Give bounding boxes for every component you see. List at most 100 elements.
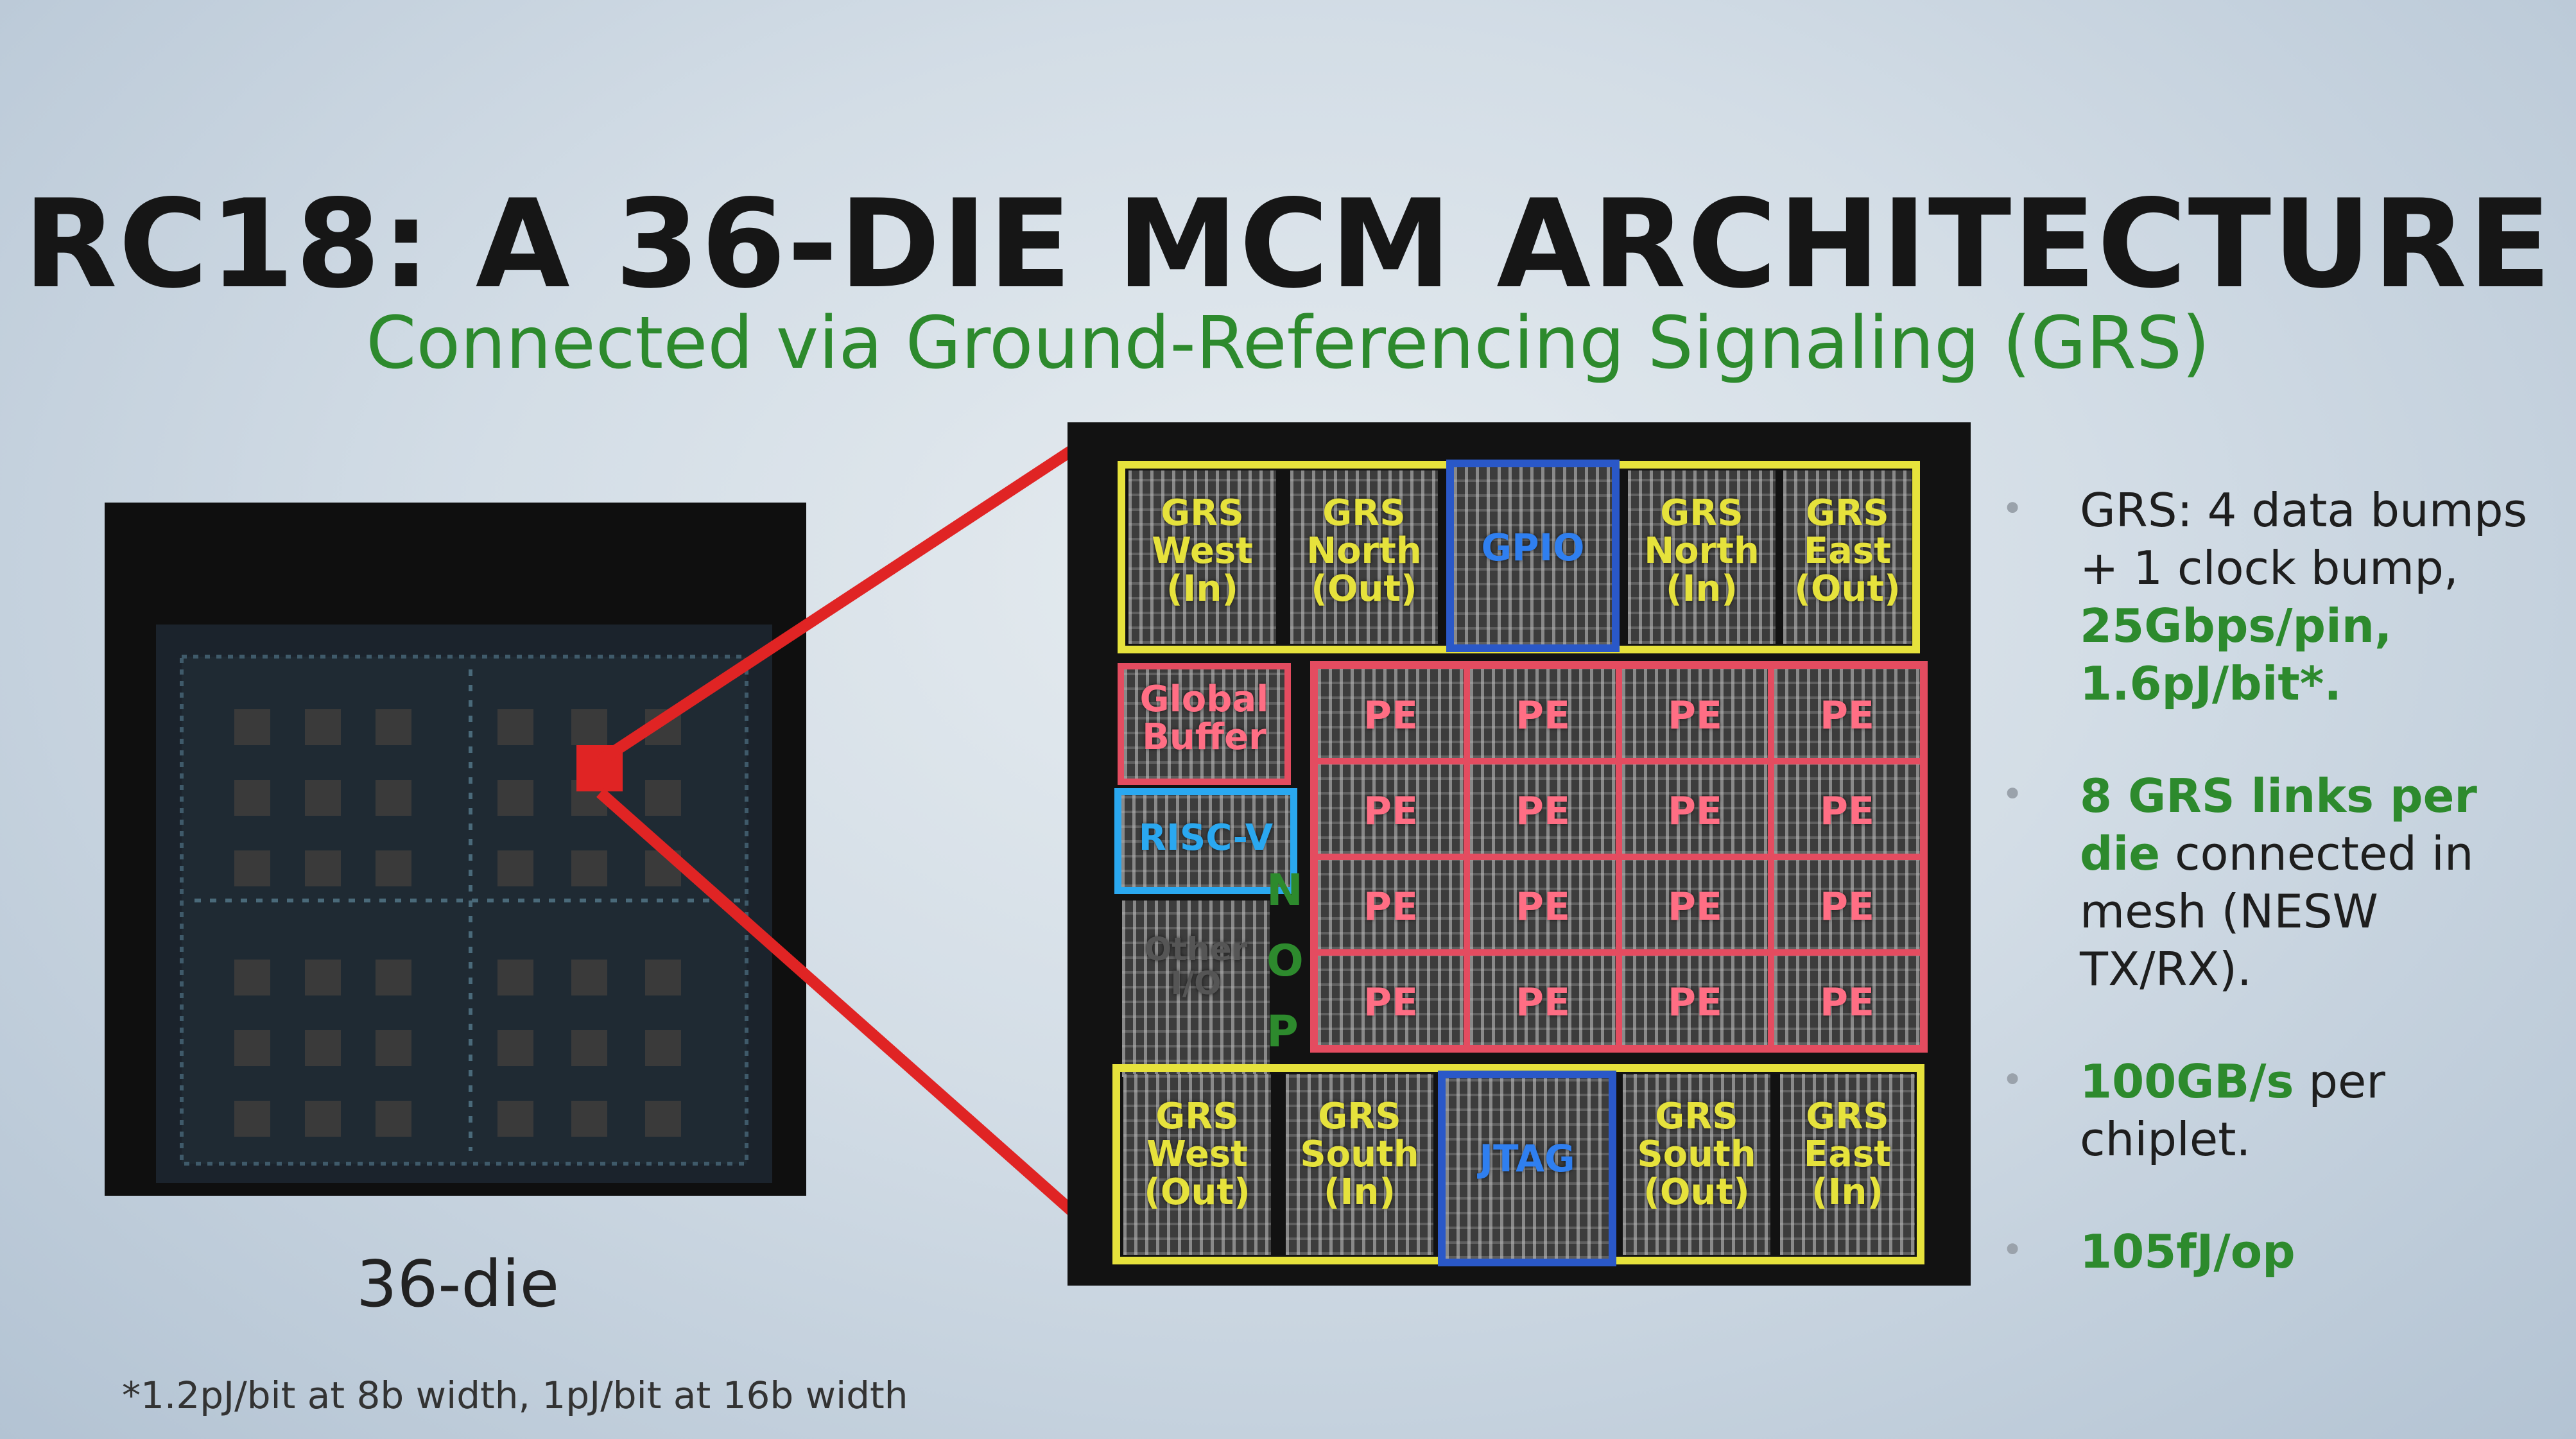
die-chiplet <box>305 850 341 886</box>
die-chiplet <box>497 1101 533 1137</box>
pe-tile: PE <box>1622 669 1768 758</box>
die-chiplet <box>234 960 270 995</box>
die-caption: 36-die <box>356 1246 560 1322</box>
pe-tile: PE <box>1622 764 1768 854</box>
slide-subtitle: Connected via Ground-Referencing Signali… <box>366 302 2210 385</box>
die-chiplet <box>645 709 681 745</box>
bullet-dot: • <box>2001 1228 2024 1271</box>
pe-label: PE <box>1820 789 1874 834</box>
die-chiplet <box>234 709 270 745</box>
pe-tile: PE <box>1774 669 1920 758</box>
pe-tile: PE <box>1470 860 1616 949</box>
pe-tile: PE <box>1470 956 1616 1045</box>
pe-label: PE <box>1820 884 1874 929</box>
pe-label: PE <box>1516 884 1570 929</box>
die-chiplet <box>497 780 533 816</box>
die-chiplet <box>376 1030 411 1066</box>
pe-tile: PE <box>1318 669 1464 758</box>
pe-tile: PE <box>1774 956 1920 1045</box>
bullet-bandwidth: • 100GB/s per chiplet. <box>2001 1055 2385 1166</box>
die-chiplet <box>571 960 607 995</box>
die-chiplet <box>497 1030 533 1066</box>
pe-array: PE PE PE PE PE PE PE PE PE PE PE PE PE PE PE PE <box>1310 661 1928 1053</box>
pe-label: PE <box>1820 980 1874 1025</box>
die-grid <box>234 709 681 1137</box>
pe-tile: PE <box>1318 956 1464 1045</box>
pe-tile: PE <box>1318 764 1464 854</box>
die-chiplet <box>571 850 607 886</box>
pe-tile: PE <box>1622 860 1768 949</box>
die-chiplet <box>376 780 411 816</box>
die-chiplet <box>305 960 341 995</box>
die-chiplet <box>234 1101 270 1137</box>
pe-tile: PE <box>1622 956 1768 1045</box>
pe-tile: PE <box>1470 764 1616 854</box>
pe-label: PE <box>1668 789 1722 834</box>
bullet-dot: • <box>2001 772 2024 816</box>
die-chiplet <box>645 780 681 816</box>
die-chiplet <box>234 1030 270 1066</box>
risc-v-core: RISC-V <box>1114 788 1297 894</box>
pe-label: PE <box>1363 693 1418 738</box>
pe-label: PE <box>1820 693 1874 738</box>
die-chiplet <box>234 850 270 886</box>
die-chiplet <box>571 1030 607 1066</box>
die-chiplet <box>497 709 533 745</box>
bullet-dot: • <box>2001 1058 2024 1101</box>
pe-label: PE <box>1516 693 1570 738</box>
jtag-block: JTAG <box>1438 1071 1616 1266</box>
die-chiplet <box>497 850 533 886</box>
bullet-dot: • <box>2001 487 2024 530</box>
pe-label: PE <box>1668 884 1722 929</box>
die-photo <box>105 503 806 1196</box>
gpio-block: GPIO <box>1446 460 1620 652</box>
bullet-grs-bumps: • GRS: 4 data bumps + 1 clock bump, 25Gb… <box>2001 483 2528 711</box>
die-chiplet <box>305 1101 341 1137</box>
pe-label: PE <box>1516 980 1570 1025</box>
bullet-list: • GRS: 4 data bumps + 1 clock bump, 25Gb… <box>1996 481 2561 1335</box>
bullet-grs-links: • 8 GRS links per die connected in mesh … <box>2001 769 2477 996</box>
pe-label: PE <box>1516 789 1570 834</box>
die-chiplet <box>305 780 341 816</box>
pe-tile: PE <box>1318 860 1464 949</box>
die-chiplet <box>376 1101 411 1137</box>
die-chiplet <box>305 1030 341 1066</box>
bullet-energy: • 105fJ/op <box>2001 1225 2295 1279</box>
die-chiplet <box>234 780 270 816</box>
die-chiplet <box>497 960 533 995</box>
highlighted-die <box>576 745 623 791</box>
die-chiplet <box>376 960 411 995</box>
die-chiplet <box>376 850 411 886</box>
footnote: *1.2pJ/bit at 8b width, 1pJ/bit at 16b w… <box>122 1374 908 1417</box>
die-chiplet <box>376 709 411 745</box>
pe-tile: PE <box>1470 669 1616 758</box>
die-chiplet <box>645 960 681 995</box>
die-chiplet <box>305 709 341 745</box>
slide-title: RC18: A 36-DIE MCM ARCHITECTURE <box>23 173 2553 315</box>
pe-label: PE <box>1363 789 1418 834</box>
die-chiplet <box>571 1101 607 1137</box>
noc-label: N O P <box>1266 865 1304 1057</box>
pe-tile: PE <box>1774 764 1920 854</box>
die-chiplet <box>645 1101 681 1137</box>
pe-label: PE <box>1668 980 1722 1025</box>
die-chiplet <box>571 709 607 745</box>
pe-tile: PE <box>1774 860 1920 949</box>
die-chiplet <box>645 1030 681 1066</box>
die-chiplet <box>645 850 681 886</box>
pe-label: PE <box>1668 693 1722 738</box>
pe-label: PE <box>1363 980 1418 1025</box>
pe-label: PE <box>1363 884 1418 929</box>
